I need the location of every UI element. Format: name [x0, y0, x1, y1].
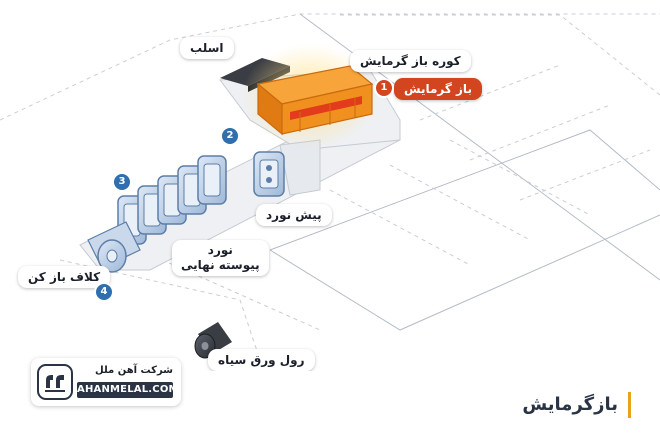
- brand-card[interactable]: شرکت آهن ملل AHANMELAL.COM: [31, 358, 181, 406]
- step-3-badge: 3: [114, 174, 130, 190]
- finishing-mill-label-line2: پیوسته نهایی: [181, 258, 260, 272]
- reheat-furnace: [242, 44, 378, 148]
- finishing-mill-label-line1: نورد: [207, 243, 233, 257]
- title-accent-bar: [628, 392, 631, 418]
- finishing-mill-label: نورد پیوسته نهایی: [172, 240, 269, 276]
- uncoiler: [87, 221, 141, 273]
- slab-label: اسلب: [180, 37, 234, 59]
- brand-url[interactable]: AHANMELAL.COM: [77, 382, 178, 398]
- step-4-badge: 4: [96, 284, 112, 300]
- floor-grid: [0, 13, 660, 361]
- step-2-badge: 2: [222, 128, 238, 144]
- finishing-stand: [197, 155, 227, 205]
- roughing-mill: [253, 151, 285, 197]
- uncoiler-label: کلاف باز کن: [18, 266, 111, 288]
- reheat-furnace-label: کوره باز گرمایش: [350, 50, 471, 72]
- step-1-badge: 1: [376, 80, 392, 96]
- page-title: بازگرمایش: [522, 394, 618, 415]
- brand-logo-icon: [37, 364, 73, 400]
- reheating-label: باز گرمایش: [394, 78, 482, 100]
- black-sheet-roll-label: رول ورق سیاه: [208, 349, 315, 371]
- roughing-mill-label: پیش نورد: [256, 204, 332, 226]
- brand-name: شرکت آهن ملل: [95, 365, 173, 376]
